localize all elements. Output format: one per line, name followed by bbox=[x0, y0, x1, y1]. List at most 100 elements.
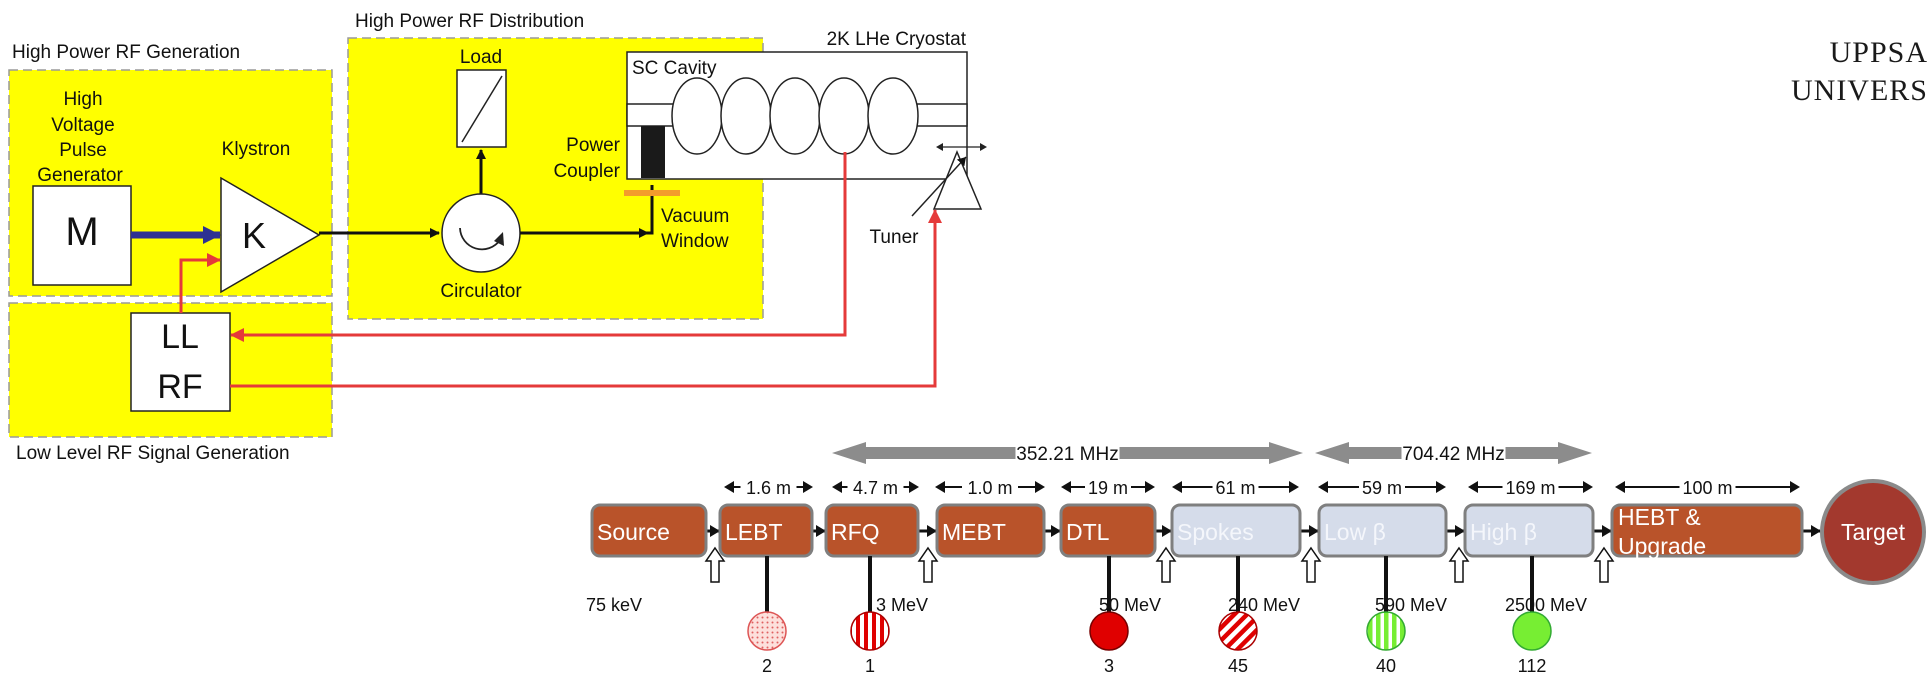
energy-label-3: 50 MeV bbox=[1099, 595, 1161, 615]
length-label-bg-6 bbox=[1359, 475, 1405, 497]
energy-marker-6 bbox=[1593, 546, 1615, 583]
length-label-bg-2 bbox=[847, 475, 904, 497]
vacuum-window bbox=[624, 190, 680, 196]
klystron-triangle bbox=[220, 176, 321, 294]
cavity-count-4: 45 bbox=[1228, 656, 1248, 676]
tuner-control-signal bbox=[230, 209, 942, 388]
beamline-arrowhead-8 bbox=[1602, 525, 1612, 537]
length-arrowhead-left-8 bbox=[1615, 481, 1625, 493]
cavity-count-3: 3 bbox=[1104, 656, 1114, 676]
section-label-1: Source bbox=[597, 519, 670, 545]
power-coupler-label-2: Coupler bbox=[553, 161, 620, 182]
beam-pipe-left bbox=[626, 103, 676, 127]
logo-line-1: UPPSA bbox=[1830, 36, 1928, 69]
section-box-1 bbox=[590, 503, 708, 558]
section-label-5: DTL bbox=[1066, 519, 1110, 545]
power-coupler-label-1: Power bbox=[566, 135, 621, 156]
cavity-bulb-6 bbox=[1512, 611, 1552, 651]
tuner-motion-left bbox=[936, 143, 943, 151]
beamline-arrowhead-2 bbox=[816, 525, 826, 537]
length-arrowhead-left-3 bbox=[935, 481, 945, 493]
cavity-cell-4 bbox=[818, 77, 870, 155]
vacuum-window-label-1: Vacuum bbox=[661, 206, 729, 227]
cavity-count-2: 1 bbox=[865, 656, 875, 676]
cavity-bulb-3 bbox=[1089, 611, 1129, 651]
frequency-band-label-1: 352.21 MHz bbox=[1016, 444, 1118, 465]
beam-pipe-right bbox=[916, 103, 968, 127]
cavity-count-5: 40 bbox=[1376, 656, 1396, 676]
energy-label-5: 590 MeV bbox=[1375, 595, 1447, 615]
tuner-arrow bbox=[911, 156, 967, 217]
length-arrowhead-right-6 bbox=[1436, 481, 1446, 493]
section-box-8 bbox=[1463, 503, 1595, 558]
load-label: Load bbox=[460, 47, 502, 68]
sc-cavity-label: SC Cavity bbox=[632, 58, 717, 79]
frequency-band-label-2: 704.42 MHz bbox=[1402, 444, 1504, 465]
length-label-bg-5 bbox=[1212, 475, 1259, 497]
modulator-label: M bbox=[65, 210, 98, 254]
energy-label-1: 75 keV bbox=[586, 595, 642, 615]
length-label-8: 100 m bbox=[1682, 478, 1732, 498]
tuner-label: Tuner bbox=[870, 227, 920, 248]
energy-label-6: 2500 MeV bbox=[1505, 595, 1587, 615]
section-box-9 bbox=[1610, 503, 1804, 558]
energy-marker-1 bbox=[704, 546, 726, 583]
length-label-2: 4.7 m bbox=[853, 478, 898, 498]
cavity-cell-5 bbox=[867, 77, 919, 155]
section-box-7 bbox=[1317, 503, 1448, 558]
vacuum-window-label-2: Window bbox=[661, 231, 729, 252]
length-label-bg-8 bbox=[1679, 475, 1736, 497]
circulator bbox=[441, 193, 521, 273]
beamline-arrowhead-9 bbox=[1811, 525, 1821, 537]
section-label-2: LEBT bbox=[725, 519, 783, 545]
klystron-label: Klystron bbox=[222, 139, 291, 160]
target-circle bbox=[1820, 479, 1926, 585]
cavity-bulb-2 bbox=[850, 611, 890, 651]
cavity-bulb-5 bbox=[1366, 611, 1406, 651]
klystron-drive-signal bbox=[179, 253, 221, 313]
length-arrowhead-left-4 bbox=[1061, 481, 1071, 493]
length-arrowhead-right-2 bbox=[909, 481, 919, 493]
hvpg-label-4: Generator bbox=[37, 165, 123, 186]
energy-marker-3 bbox=[1155, 546, 1177, 583]
load-diagonal bbox=[461, 75, 503, 143]
section-label-9-line-1: HEBT & bbox=[1618, 504, 1701, 530]
hp-distribution-title: High Power RF Distribution bbox=[355, 11, 584, 32]
length-arrowhead-right-5 bbox=[1289, 481, 1299, 493]
cavity-bulb-4 bbox=[1218, 611, 1258, 651]
frequency-band-label-bg-2 bbox=[1401, 441, 1506, 465]
length-arrowhead-left-2 bbox=[832, 481, 842, 493]
llrf-box bbox=[130, 312, 231, 412]
length-label-5: 61 m bbox=[1215, 478, 1255, 498]
hvpg-label-3: Pulse bbox=[59, 140, 107, 161]
beamline-arrowhead-5 bbox=[1162, 525, 1172, 537]
energy-marker-4 bbox=[1300, 546, 1322, 583]
klystron-symbol: K bbox=[242, 215, 266, 256]
beamline-arrowhead-1 bbox=[710, 525, 720, 537]
length-arrowhead-right-7 bbox=[1583, 481, 1593, 493]
length-label-7: 169 m bbox=[1505, 478, 1555, 498]
target-label: Target bbox=[1841, 519, 1906, 545]
cavity-cell-2 bbox=[720, 77, 772, 155]
section-label-4: MEBT bbox=[942, 519, 1006, 545]
length-label-1: 1.6 m bbox=[746, 478, 791, 498]
length-arrowhead-left-7 bbox=[1468, 481, 1478, 493]
llrf-region-title: Low Level RF Signal Generation bbox=[16, 443, 290, 464]
cavity-cell-1 bbox=[671, 77, 723, 155]
length-label-bg-3 bbox=[962, 475, 1018, 497]
tuner-motion-right bbox=[980, 143, 987, 151]
section-label-7: Low β bbox=[1324, 519, 1386, 545]
length-label-bg-7 bbox=[1502, 475, 1559, 497]
beamline-arrowhead-3 bbox=[927, 525, 937, 537]
length-arrowhead-left-1 bbox=[724, 481, 734, 493]
cavity-count-1: 2 bbox=[762, 656, 772, 676]
frequency-band-label-bg-1 bbox=[1015, 441, 1120, 465]
beamline-arrowhead-6 bbox=[1309, 525, 1319, 537]
length-arrowhead-right-4 bbox=[1145, 481, 1155, 493]
length-arrowhead-left-6 bbox=[1318, 481, 1328, 493]
beamline-arrowhead-4 bbox=[1051, 525, 1061, 537]
section-label-9-line-2: Upgrade bbox=[1618, 533, 1706, 559]
circulator-arc bbox=[459, 227, 501, 251]
